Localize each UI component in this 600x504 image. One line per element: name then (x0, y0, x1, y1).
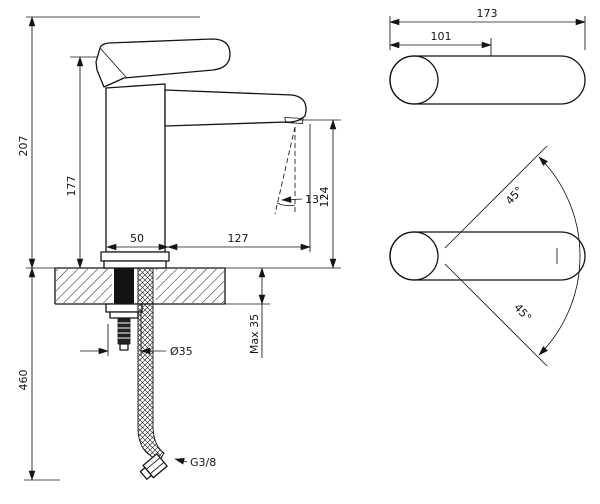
dim-173-label: 173 (477, 7, 498, 20)
dim-460-label: 460 (17, 370, 30, 391)
aerator (284, 117, 304, 124)
dim-101-label: 101 (431, 30, 452, 43)
dim-124-label: 124 (318, 187, 331, 208)
spray-angle-arc (276, 202, 296, 207)
faucet-shank (114, 268, 134, 304)
swivel-angle-up-label: 45° (503, 184, 526, 207)
plan-handle-outline (389, 55, 586, 105)
countertop (26, 267, 341, 305)
hose-fitting (139, 453, 168, 480)
swivel-handle-outline (389, 231, 586, 281)
faucet-body (105, 83, 166, 253)
swivel-ray-down (444, 263, 548, 367)
swivel-body-circle (389, 231, 439, 281)
fitting-thread-tip (139, 467, 153, 480)
dim-spout-height: 124 (298, 119, 341, 269)
lever-crease-line (99, 47, 127, 78)
dim-hole-diameter: Ø35 (80, 310, 193, 358)
top-view-swivel: 45° 45° (389, 145, 586, 367)
spray-centerline-angled (274, 126, 296, 215)
spout (164, 89, 307, 127)
swivel-ray-up (444, 145, 548, 249)
dim-177-label: 177 (65, 176, 78, 197)
dim-207-label: 207 (17, 136, 30, 157)
lever-handle (95, 38, 231, 88)
thread-callout: G3/8 (174, 456, 216, 469)
supply-hose (137, 267, 168, 480)
dim-total-height: 207 (17, 16, 200, 269)
mounting-assembly (105, 268, 143, 351)
dim-deck-thickness: Max 35 (248, 267, 266, 358)
dim-50-label: 50 (130, 232, 144, 245)
mounting-washer (105, 303, 143, 313)
threaded-stud (117, 317, 131, 345)
dim-d35-label: Ø35 (170, 345, 193, 358)
dim-127-label: 127 (228, 232, 249, 245)
dim-base-width-and-reach: 50 127 (106, 124, 311, 252)
thread-leader (174, 458, 188, 465)
faucet-base-plate (100, 251, 170, 262)
dim-hose-length: 460 (17, 267, 60, 481)
swivel-arc (538, 156, 581, 356)
stud-tip (119, 343, 129, 351)
countertop-hatch-left (56, 269, 112, 303)
countertop-hatch-right (156, 269, 224, 303)
mounting-nut (109, 311, 139, 319)
spray-angle-leader (281, 196, 303, 203)
dim-max35-label: Max 35 (248, 314, 261, 354)
dim-body-height: 177 (65, 56, 97, 269)
fitting-facets (146, 457, 165, 475)
stud-threads (118, 322, 130, 339)
swivel-angle-down-label: 45° (511, 301, 534, 324)
front-view: 13° 207 177 460 50 127 (17, 16, 341, 481)
hose-body (137, 267, 165, 463)
faucet-base-gasket (103, 260, 167, 269)
faucet-front (95, 38, 307, 269)
top-view-plan: 173 101 (389, 7, 586, 105)
thread-label: G3/8 (190, 456, 216, 469)
plan-body-circle (389, 55, 439, 105)
